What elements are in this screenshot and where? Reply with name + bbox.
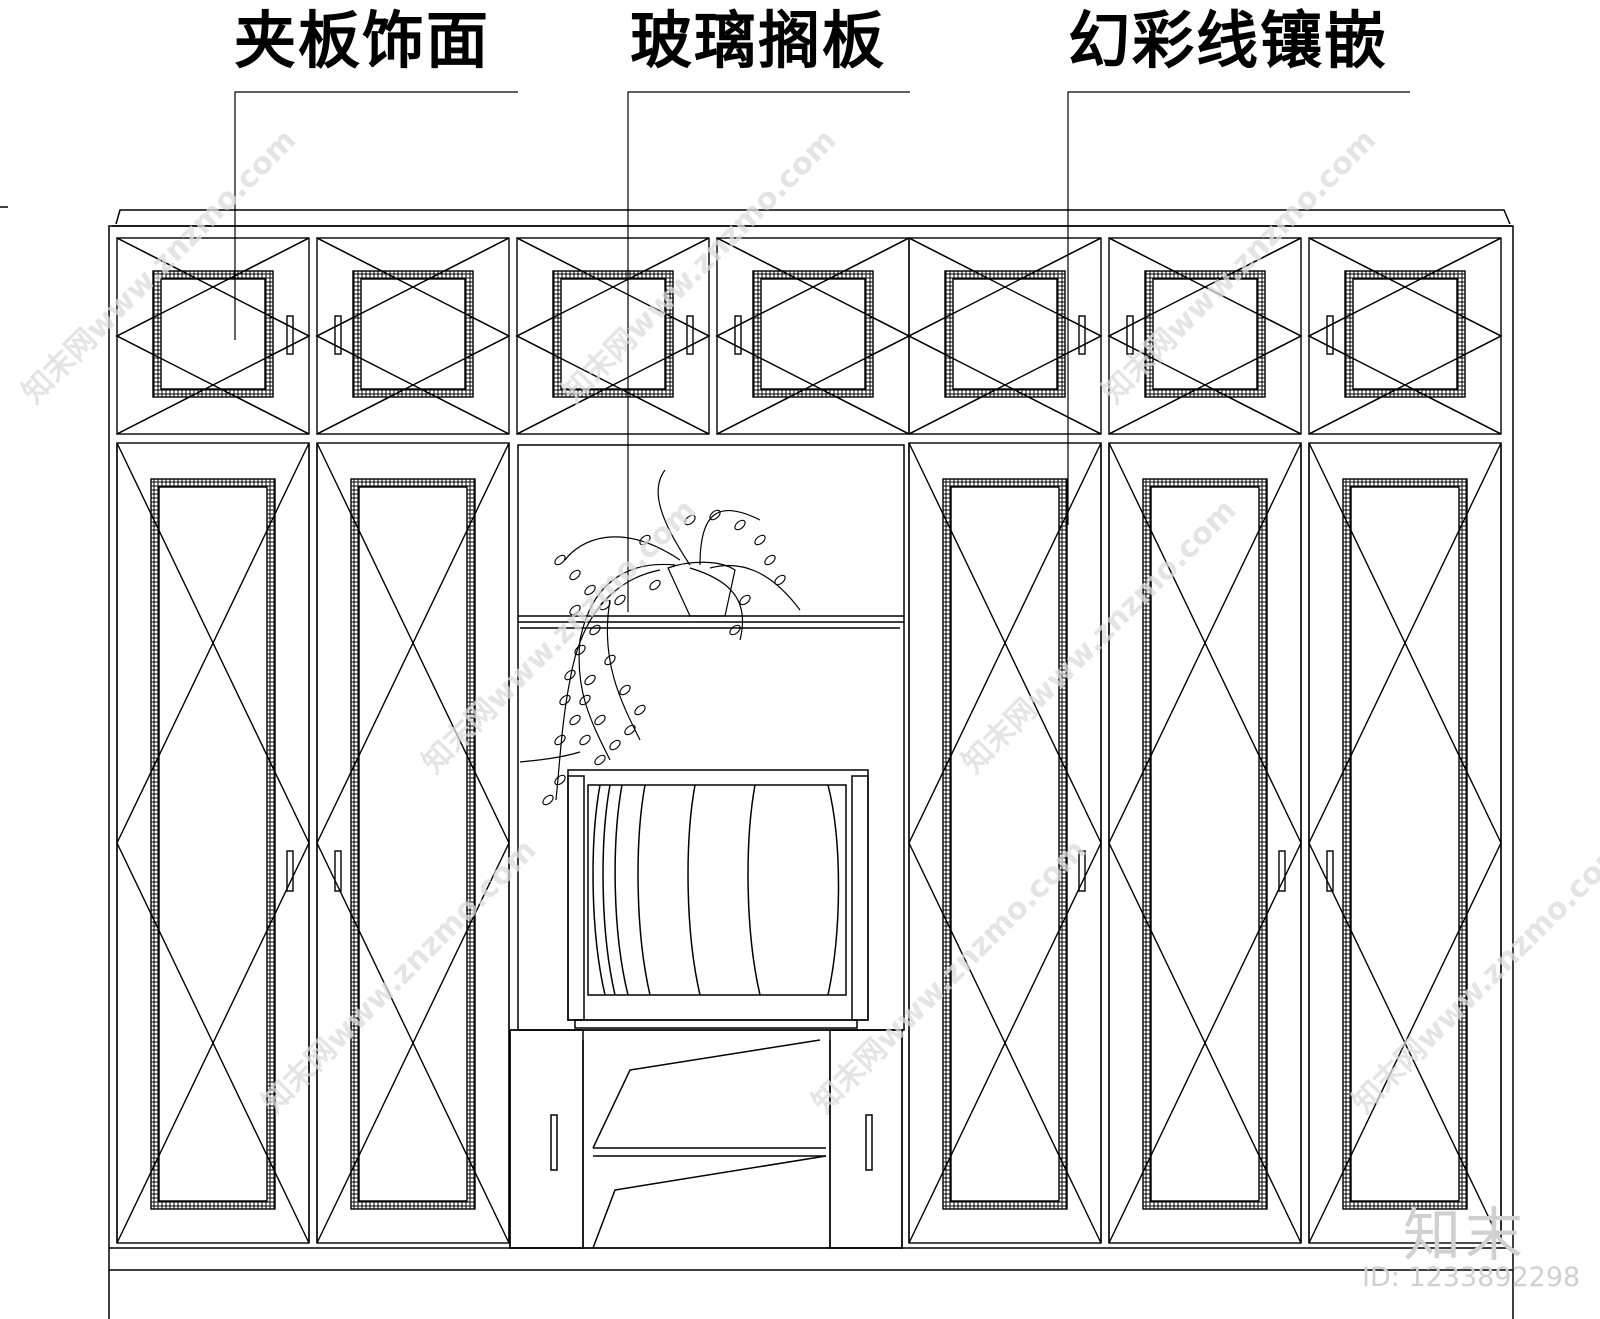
leaf [709,509,721,521]
door-handle [286,850,294,892]
leaf [579,694,591,706]
leaf [774,574,786,586]
leaf [569,604,581,616]
leader-center [627,91,910,612]
center-lower-left-door [509,1029,584,1249]
leader-left [234,91,518,340]
door-handle [286,315,294,355]
leaf [554,774,566,786]
leaf [559,694,571,706]
leaf [739,594,751,606]
door-handle [1078,850,1086,892]
door-handle [334,850,342,892]
upper-door [515,237,711,435]
upper-door [907,237,1103,435]
leaf [624,724,636,736]
door-handle [1126,315,1134,355]
leaf [754,534,766,546]
door-handle [1326,850,1334,892]
leaf [554,554,566,566]
television [567,769,869,1029]
leaf [589,624,601,636]
upper-door [1307,237,1503,435]
leaf [584,584,596,596]
leader-right [1067,91,1410,525]
leaf [609,739,621,751]
annotation-leaders [234,91,1410,612]
plant-leaves [542,509,786,806]
lower-door [1108,442,1302,1244]
leaf [649,579,661,591]
upper-door [115,237,311,435]
door-handle [734,315,742,355]
leaf [614,594,626,606]
label-plywood-veneer: 夹板饰面 [234,4,491,77]
lower-door [908,442,1102,1244]
leaf [594,754,606,766]
center-lower-right-door [829,1029,903,1249]
leaf [734,519,746,531]
label-glass-shelf: 玻璃搁板 [630,4,887,77]
lower-door [116,442,310,1244]
upper-door [1107,237,1303,435]
leaf [764,554,776,566]
leaf [574,644,586,656]
leaf [604,654,616,666]
leaf [569,569,581,581]
leaf [639,534,651,546]
leaf [584,674,596,686]
watermark-id: ID: 1233892298 [1362,1262,1581,1293]
leaf [579,734,591,746]
upper-door [315,237,511,435]
upper-doors [115,237,1503,435]
leaf [542,794,554,806]
leaf [619,684,631,696]
door-handle [334,315,342,355]
label-color-line-inlay: 幻彩线镶嵌 [1068,4,1389,77]
leaf [634,704,646,716]
door-handle [686,315,694,355]
watermark-brand-logo: 知末 [1403,1201,1528,1269]
lower-door [316,442,510,1244]
leaf [594,714,606,726]
plant-decoration [519,469,801,801]
leaf [729,624,741,636]
door-handle [1278,850,1286,892]
leaf [569,714,581,726]
door-handle [1326,315,1334,355]
leaf [564,669,576,681]
door-handle [1078,315,1086,355]
leaf [554,734,566,746]
leaf [599,599,611,611]
lower-doors [116,442,1502,1244]
center-lower-unit [509,1029,903,1249]
upper-door [715,237,911,435]
leaf [684,514,696,526]
lower-door [1308,442,1502,1244]
